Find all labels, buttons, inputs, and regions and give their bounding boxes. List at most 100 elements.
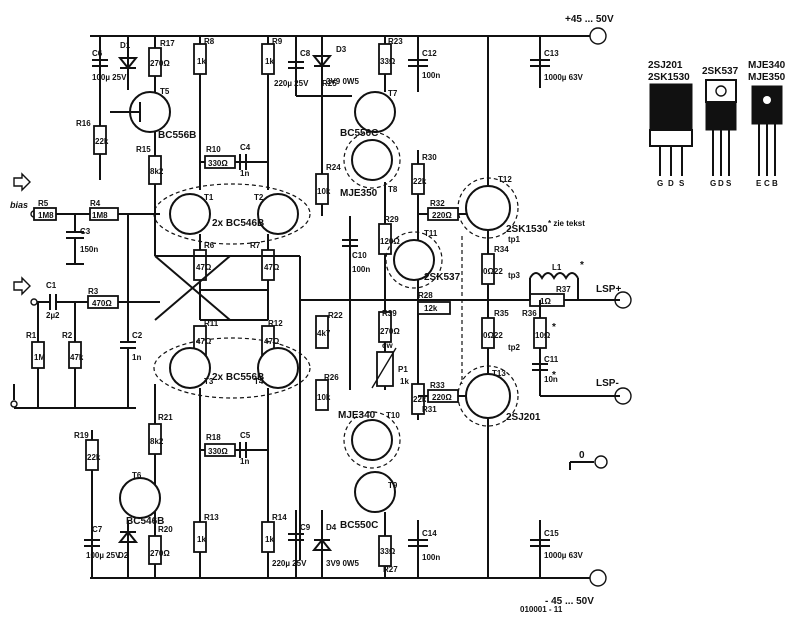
t7-label: T7	[388, 89, 398, 98]
voltage-amplifier-stage	[288, 36, 488, 578]
r13-val: 1k	[197, 535, 206, 544]
r28-ref: R28	[418, 291, 433, 300]
r32-val: 220Ω	[432, 211, 452, 220]
supply-positive-label: +45 ... 50V	[565, 14, 614, 25]
r6-ref: R6	[204, 241, 215, 250]
t8-type: MJE350	[340, 188, 378, 199]
r11-val: 47Ω	[196, 337, 212, 346]
r12-ref: R12	[268, 319, 283, 328]
r7-ref: R7	[250, 241, 261, 250]
t9-type: BC550C	[340, 520, 378, 531]
r35-val: 0Ω22	[483, 331, 503, 340]
r18-ref: R18	[206, 433, 221, 442]
r27-ref: R27	[383, 565, 398, 574]
r30-ref: R30	[422, 153, 437, 162]
current-source-bottom	[84, 384, 162, 578]
d4-value: 3V9 0W5	[326, 559, 359, 568]
diff-pair-bottom	[153, 255, 311, 578]
r19-val: 22k	[87, 453, 101, 462]
r1-val: 1M	[34, 353, 45, 362]
package-drawings	[649, 79, 783, 176]
r20-val: 270Ω	[150, 549, 170, 558]
t2-label: T2	[254, 193, 264, 202]
r30-val: 22k	[413, 177, 427, 186]
r26-ref: R26	[324, 373, 339, 382]
p1-label: P1	[398, 365, 408, 374]
r16-ref: R16	[76, 119, 91, 128]
t5-label: T5	[160, 87, 170, 96]
r34-val: 0Ω22	[483, 267, 503, 276]
t8-label: T8	[388, 185, 398, 194]
r35-ref: R35	[494, 309, 509, 318]
r7-val: 47Ω	[264, 263, 280, 272]
r13-ref: R13	[204, 513, 219, 522]
r22-ref: R22	[328, 311, 343, 320]
tp2-label: tp2	[508, 343, 521, 352]
lsp-negative-label: LSP-	[596, 378, 619, 389]
r14-ref: R14	[272, 513, 287, 522]
tp1-label: tp1	[508, 235, 521, 244]
r2-val: 47k	[70, 353, 84, 362]
r37-val: 1Ω	[540, 297, 551, 306]
bias-input-label: bias	[10, 200, 28, 210]
pair-top-label: 2x BC546B	[212, 218, 264, 229]
r14-val: 1k	[265, 535, 274, 544]
c12-ref: C12	[422, 49, 437, 58]
t7-type: BC550C	[340, 128, 378, 139]
r31-val: 22k	[413, 395, 427, 404]
t6-type: BC546B	[126, 516, 164, 527]
t13-label: T13	[492, 369, 506, 378]
c11-val: 10n	[544, 375, 558, 384]
c10-val: 100n	[352, 265, 370, 274]
r3-ref: R3	[88, 287, 99, 296]
r36-star: *	[552, 322, 556, 333]
r15-val: 8k2	[150, 167, 164, 176]
r29-ref: R29	[384, 215, 399, 224]
t12-type: 2SK1530	[506, 224, 548, 235]
r24-ref: R24	[326, 163, 341, 172]
t3-label: T3	[204, 377, 214, 386]
r4-ref: R4	[90, 199, 101, 208]
c7-ref: C7	[92, 525, 103, 534]
r36-val: 10Ω	[535, 331, 551, 340]
r9-ref: R9	[272, 37, 283, 46]
package-1-pin-1: G	[657, 179, 663, 188]
r39-ref: R39	[382, 309, 397, 318]
r29-val: 120Ω	[380, 237, 400, 246]
r28-val: 12k	[424, 304, 438, 313]
r8-val: 1k	[197, 57, 206, 66]
c5-val: 1n	[240, 457, 249, 466]
c13-ref: C13	[544, 49, 559, 58]
labels: +45 ... 50V - 45 ... 50V bias LSP+ LSP- …	[10, 14, 786, 614]
package-2-pin-1: G	[710, 179, 716, 188]
r10-ref: R10	[206, 145, 221, 154]
input-section	[10, 172, 160, 409]
package-3-pin-3: B	[772, 179, 778, 188]
d4-label: D4	[326, 523, 337, 532]
r16-val: 22k	[95, 137, 109, 146]
c2-ref: C2	[132, 331, 143, 340]
c6-ref: C6	[92, 49, 103, 58]
c8-ref: C8	[300, 49, 311, 58]
c3-ref: C3	[80, 227, 91, 236]
c13-val: 1000µ 63V	[544, 73, 584, 82]
c1-val: 2µ2	[46, 311, 60, 320]
r19-ref: R19	[74, 431, 89, 440]
t9-label: T9	[388, 481, 398, 490]
t11-type: 2SK537	[424, 272, 461, 283]
c9-ref: C9	[300, 523, 311, 532]
r5-ref: R5	[38, 199, 49, 208]
r21-ref: R21	[158, 413, 173, 422]
t4-label: T4	[254, 377, 264, 386]
pair-bottom-label: 2x BC556B	[212, 372, 264, 383]
package-3-subtitle: MJE350	[748, 72, 786, 83]
current-source-top	[92, 36, 171, 256]
r9-val: 1k	[265, 57, 274, 66]
r20-ref: R20	[158, 525, 173, 534]
c15-val: 1000µ 63V	[544, 551, 584, 560]
r3-val: 470Ω	[92, 299, 112, 308]
r12-val: 47Ω	[264, 337, 280, 346]
t10-type: MJE340	[338, 410, 376, 421]
package-1-pin-2: D	[668, 179, 674, 188]
